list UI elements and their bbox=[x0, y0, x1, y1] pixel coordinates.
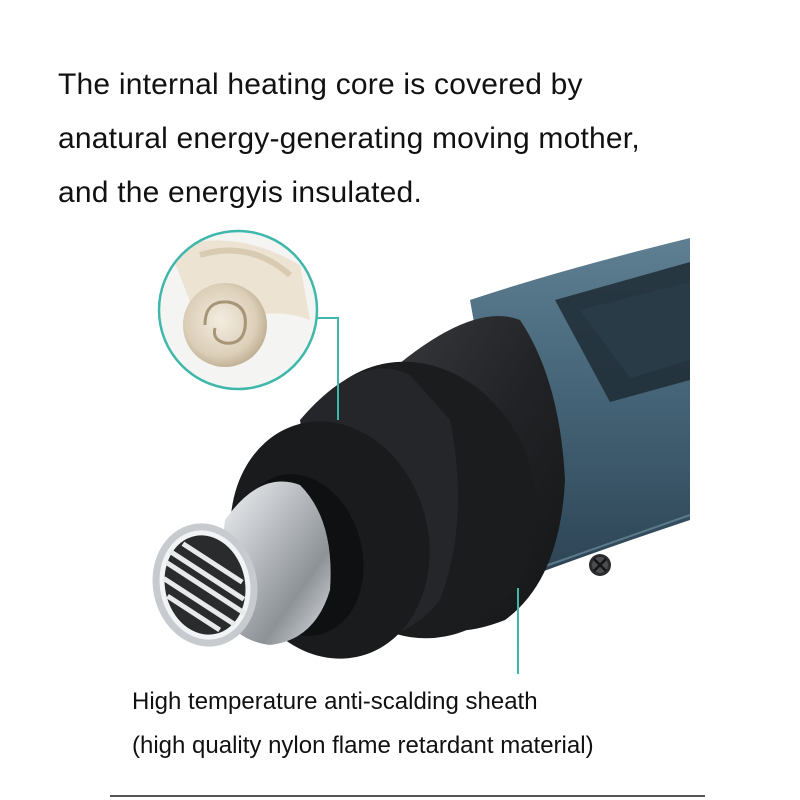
headline-line-1: The internal heating core is covered by bbox=[58, 68, 583, 101]
screw-icon bbox=[589, 554, 611, 576]
sheath-caption: High temperature anti-scalding sheath (h… bbox=[132, 680, 772, 768]
insulation-roll-inset bbox=[157, 229, 319, 391]
headline-line-3: and the energyis insulated. bbox=[58, 176, 422, 209]
headline: The internal heating core is covered by … bbox=[58, 58, 758, 220]
callout-lines bbox=[317, 317, 519, 674]
caption-line-1: High temperature anti-scalding sheath bbox=[132, 688, 538, 715]
headline-line-2: anatural energy-generating moving mother… bbox=[58, 122, 640, 155]
caption-line-2: (high quality nylon flame retardant mate… bbox=[132, 732, 594, 759]
silver-nozzle bbox=[152, 481, 331, 647]
bottom-divider bbox=[110, 795, 705, 797]
